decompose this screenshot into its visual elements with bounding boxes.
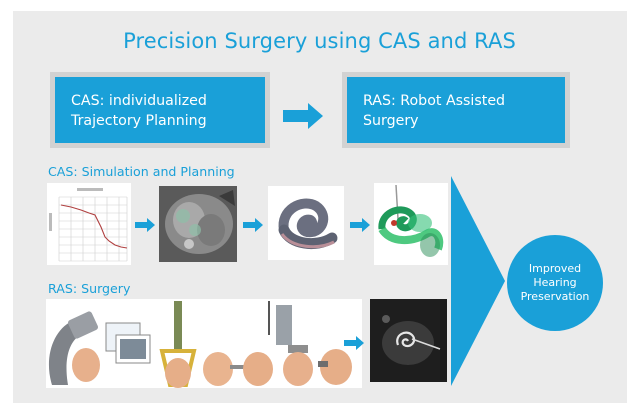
outcome-line3: Preservation — [520, 290, 590, 303]
ras-box-line2: Surgery — [363, 113, 419, 129]
ct-scan-icon — [159, 186, 237, 262]
cas-box-line1: CAS: individualized — [71, 93, 207, 109]
right-arrow-icon — [350, 218, 370, 232]
cas-box-line2: Trajectory Planning — [71, 113, 207, 129]
cochlea-trajectory-model-icon — [374, 183, 448, 265]
cochlea-model-image — [268, 186, 344, 260]
ct-scan-image — [159, 186, 237, 262]
cas-box: CAS: individualized Trajectory Planning — [55, 77, 265, 143]
postop-ct-image — [370, 299, 447, 382]
audiogram-image — [47, 183, 131, 265]
right-arrow-icon — [135, 218, 155, 232]
ras-section-label: RAS: Surgery — [48, 281, 131, 296]
trajectory-model-image — [374, 183, 448, 265]
postop-ct-scan-icon — [370, 299, 447, 382]
funnel-arrow-icon — [451, 176, 505, 386]
outcome-line1: Improved — [528, 262, 582, 275]
ras-box-line1: RAS: Robot Assisted — [363, 93, 506, 109]
outcome-circle: Improved Hearing Preservation — [507, 235, 603, 331]
cochlea-3d-model-icon — [268, 186, 344, 260]
robot-surgery-sequence-icon — [46, 299, 362, 388]
audiogram-icon — [47, 183, 131, 265]
ras-box: RAS: Robot Assisted Surgery — [347, 77, 565, 143]
right-arrow-icon — [243, 218, 263, 232]
right-arrow-icon — [283, 103, 323, 129]
right-arrow-icon — [344, 336, 364, 350]
robot-surgery-image — [46, 299, 362, 388]
cas-section-label: CAS: Simulation and Planning — [48, 164, 235, 179]
diagram-title: Precision Surgery using CAS and RAS — [123, 29, 516, 53]
outcome-line2: Hearing — [533, 276, 577, 289]
